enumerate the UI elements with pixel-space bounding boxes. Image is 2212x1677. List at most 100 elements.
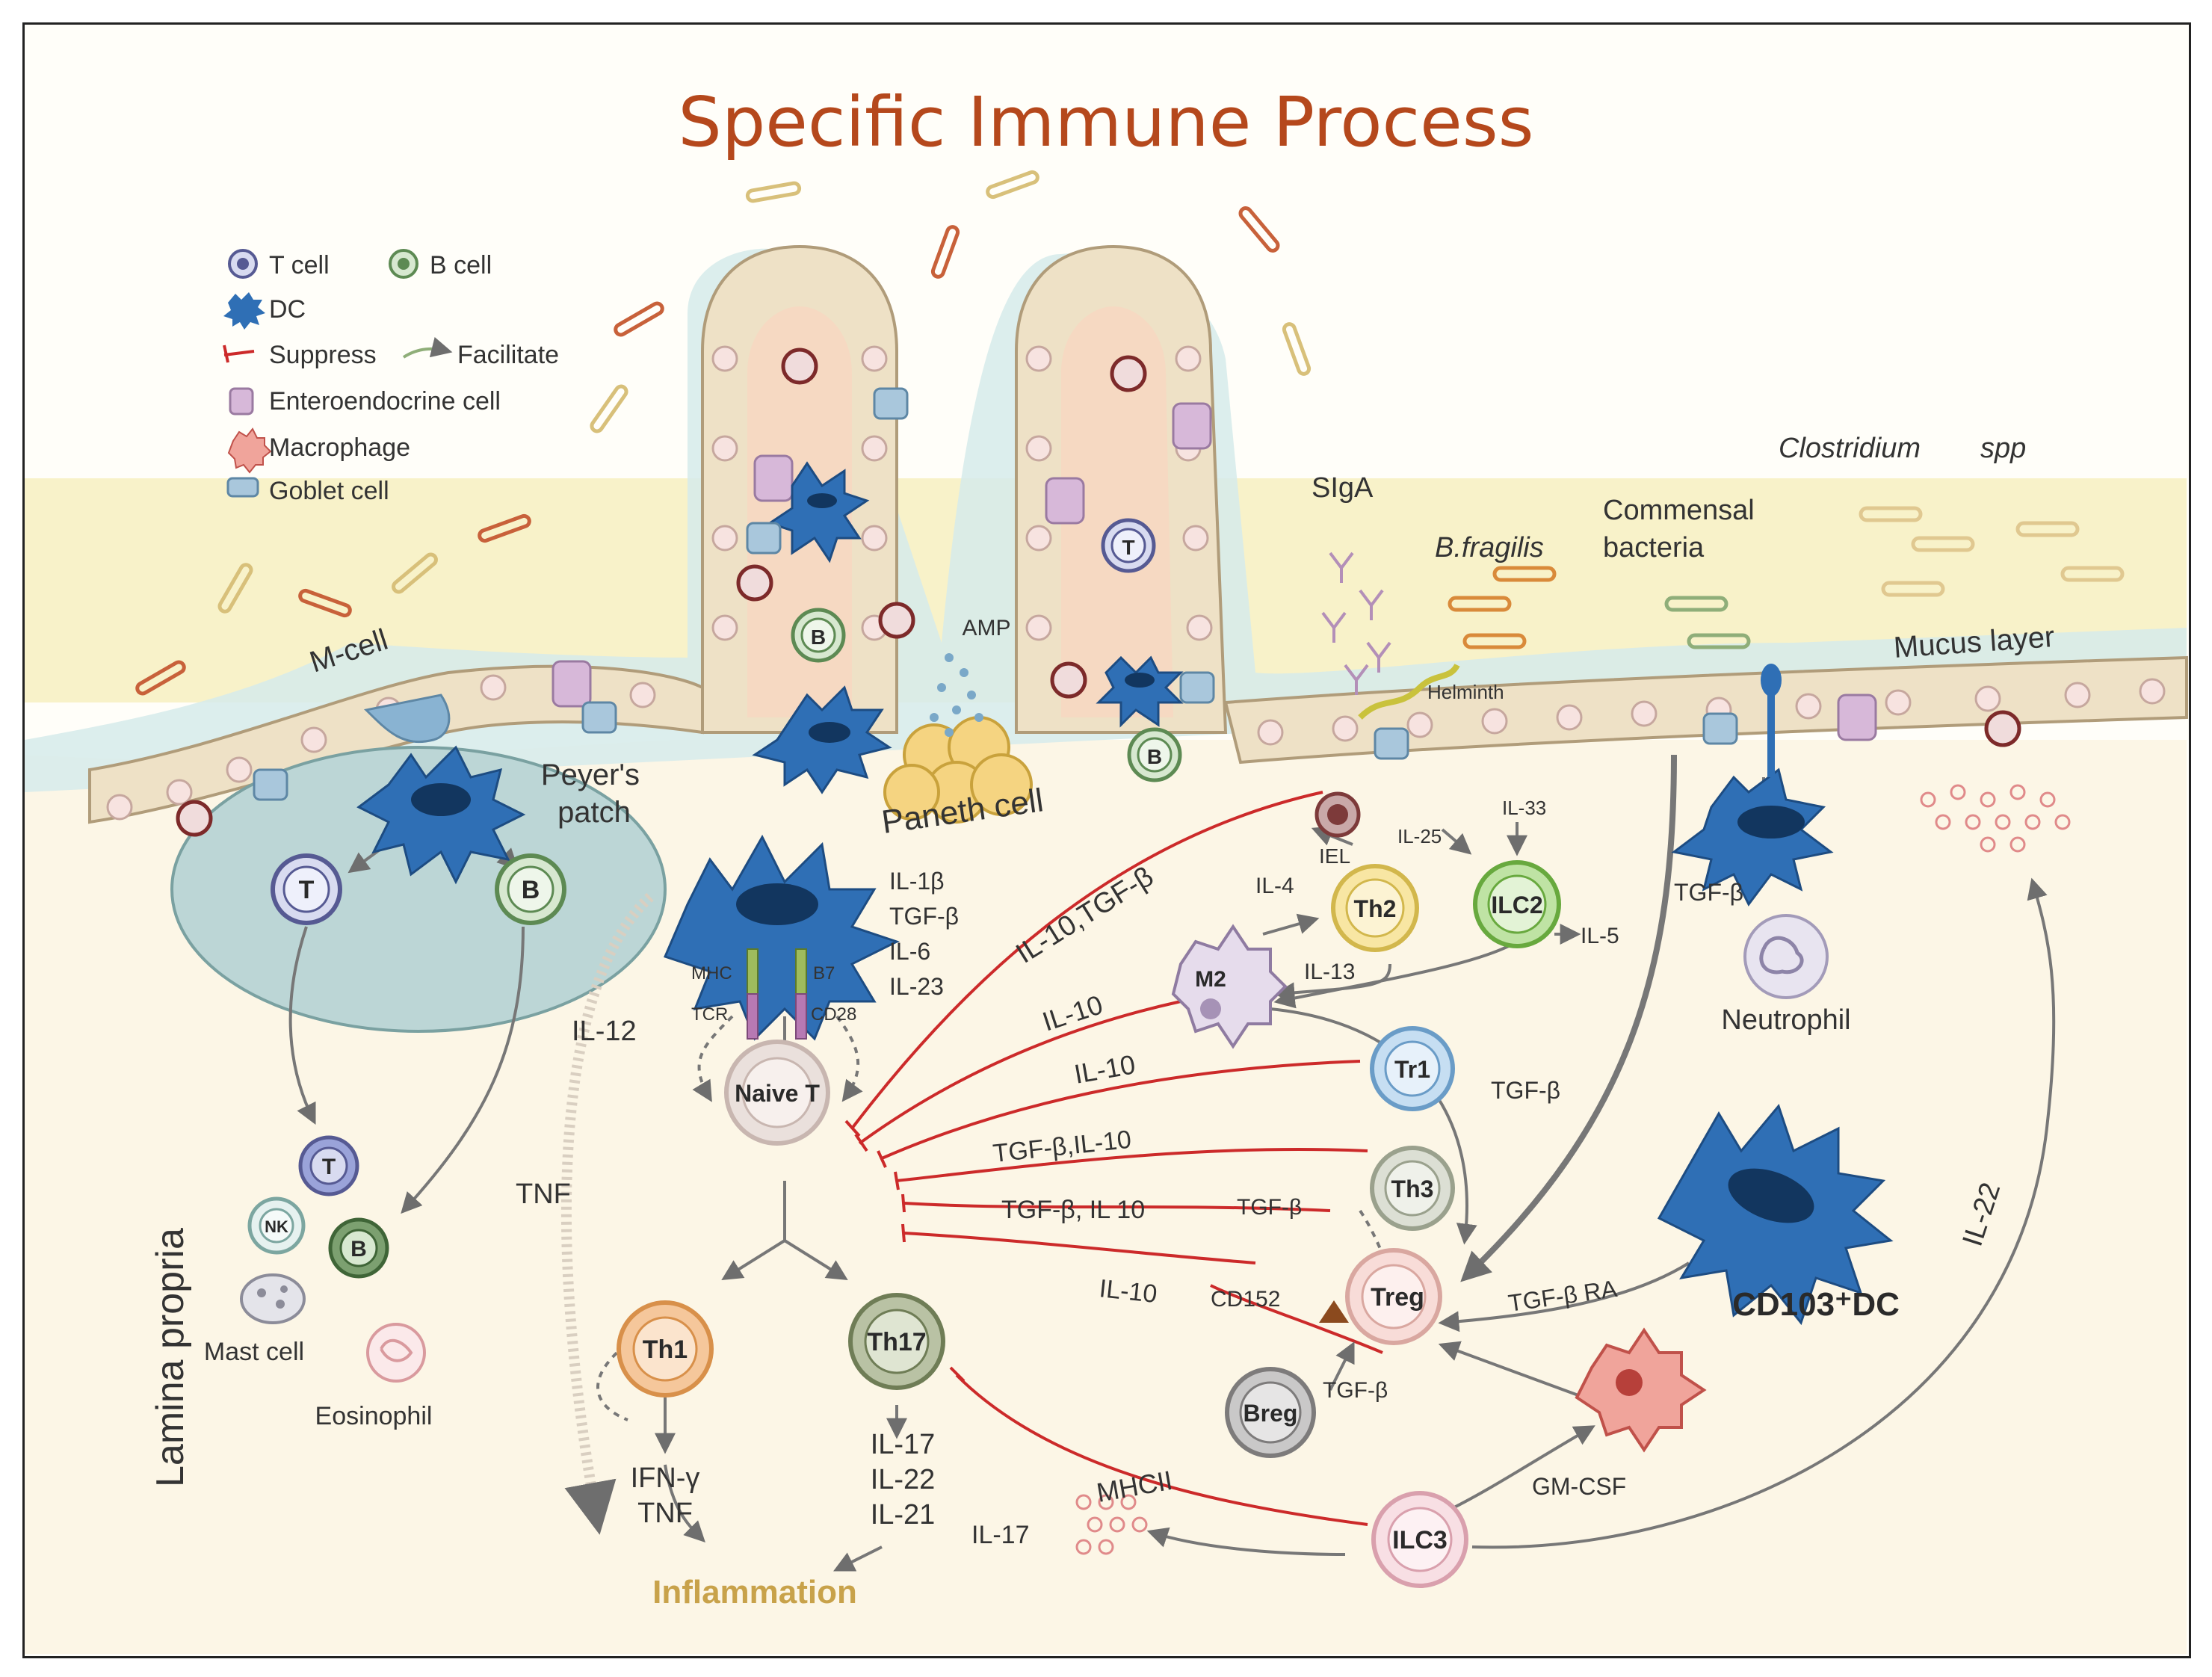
legend: T cell B cell DC Suppress Facilitate Ent… (223, 249, 559, 505)
tr1-label: Tr1 (1394, 1056, 1430, 1083)
treg-cell (1319, 1248, 1442, 1345)
legend-enteroendocrine: Enteroendocrine cell (269, 387, 501, 416)
th2-label: Th2 (1354, 895, 1397, 922)
mast-cell-label: Mast cell (204, 1338, 304, 1366)
tcr-label: TCR (691, 1004, 728, 1025)
tgfb-il10-treg-label: TGF-β, IL 10 (1001, 1196, 1145, 1224)
breg-cell (1225, 1367, 1316, 1458)
th3-cell (1370, 1146, 1455, 1231)
b-cell-villus-right-label: B (1147, 745, 1162, 768)
tr1-cell (1370, 1026, 1455, 1111)
th17-cell (848, 1293, 945, 1390)
suppress-legend-icon (223, 345, 255, 363)
t-cell-lamina (298, 1135, 359, 1196)
dc-cell-villus (752, 685, 892, 794)
t-cell-villus (1101, 518, 1156, 573)
bfragilis-label: B.fragilis (1435, 532, 1544, 563)
gmcsf-label: GM-CSF (1532, 1473, 1626, 1500)
lamina-propria-label: Lamina propria (149, 1228, 192, 1487)
helminth-worm (1358, 663, 1460, 720)
goblet-cells (253, 387, 1738, 801)
neutrophil-label: Neutrophil (1721, 1004, 1850, 1036)
tgfb-m2-label: TGF-β (1491, 1077, 1560, 1104)
amp-label: AMP (962, 616, 1010, 640)
t-cell-legend-icon (228, 249, 258, 279)
il21-label: IL-21 (871, 1499, 936, 1531)
cd28-label: CD28 (811, 1004, 856, 1025)
ilc3-cell (1371, 1491, 1468, 1588)
mhc-tcr-receptors (747, 948, 807, 1040)
eosinophil (366, 1323, 426, 1383)
lumen-bacteria (135, 170, 2125, 696)
tgfb-breg-label: TGF-β (1323, 1378, 1388, 1403)
dc-cell-peyers (356, 745, 526, 885)
peyers-label: Peyer's (541, 759, 640, 791)
th2-cell (1331, 864, 1419, 952)
tnf-path (560, 892, 654, 1535)
ilc2-cell (1473, 860, 1561, 948)
dc-cell-main (663, 834, 900, 1041)
siga-antibodies (1321, 552, 1391, 695)
tgfb-dc-label: TGF-β (889, 903, 959, 930)
m2-macrophage (1171, 924, 1288, 1049)
mhc-label: MHC (691, 963, 732, 983)
peyers-patch (170, 746, 667, 1033)
ilc3-label: ILC3 (1392, 1526, 1448, 1554)
il1b-label: IL-1β (889, 868, 945, 895)
cd152-label: CD152 (1211, 1287, 1280, 1312)
naive-t-label: Naive T (735, 1080, 820, 1107)
suppress-lines (844, 791, 1383, 1526)
th3-label: Th3 (1391, 1176, 1434, 1202)
villus-right (1015, 244, 1228, 734)
legend-suppress: Suppress (269, 341, 377, 369)
tgfb-th3-label: TGF-β (1237, 1195, 1302, 1220)
legend-dc: DC (269, 295, 306, 324)
t-cell-peyers-label: T (299, 876, 315, 904)
b-cell-peyers-label: B (522, 876, 540, 904)
siga-label: SIgA (1312, 472, 1374, 504)
il17-dots (1075, 1494, 1148, 1555)
amp-granules (930, 653, 983, 737)
ifng-label: IFN-γ (631, 1463, 700, 1494)
macrophage-cell (1575, 1327, 1707, 1453)
page-title: Specific Immune Process (678, 82, 1534, 162)
legend-facilitate: Facilitate (457, 341, 559, 369)
paneth-cell-cluster (883, 716, 1033, 824)
legend-b-cell: B cell (430, 251, 492, 280)
patch-label: patch (557, 796, 631, 829)
dc-legend-icon (223, 292, 265, 330)
tnf-th1-label: TNF (637, 1498, 693, 1529)
eosinophil-label: Eosinophil (315, 1402, 433, 1430)
neutrophil-cell (1743, 914, 1829, 999)
iel-label: IEL (1319, 844, 1350, 868)
bacteria-label: bacteria (1603, 532, 1705, 563)
iel-cells-epithelium (176, 348, 2021, 837)
legend-macrophage: Macrophage (269, 433, 410, 462)
dc-cell-right-transepithelial (1671, 664, 1834, 907)
helminth-label: Helminth (1427, 681, 1504, 703)
il10-breg-label: IL-10 (1098, 1274, 1158, 1309)
commensal-label: Commensal (1603, 495, 1755, 526)
antimicrobial-dots-right (1920, 784, 2071, 853)
b-cell-legend-icon (389, 249, 418, 279)
b-cell-lamina (328, 1217, 389, 1279)
il23-label: IL-23 (889, 973, 944, 1000)
nk-cell (247, 1196, 306, 1255)
macrophage-legend-icon (227, 427, 272, 474)
legend-goblet: Goblet cell (269, 477, 389, 505)
il5-label: IL-5 (1581, 924, 1619, 948)
facilitate-legend-icon (402, 336, 453, 359)
t-cell-villus-label: T (1122, 536, 1134, 559)
il33-label: IL-33 (1502, 797, 1546, 819)
m-cell-shape (363, 694, 451, 744)
clostridium-label: Clostridium (1779, 433, 1921, 464)
il12-label: IL-12 (572, 1016, 637, 1047)
mast-cell (240, 1273, 306, 1324)
enteroendocrine-cells (552, 402, 1877, 741)
spp-label: spp (1980, 433, 2026, 464)
nk-cell-label: NK (265, 1217, 288, 1236)
tgfb-dc-right-label: TGF-β (1674, 879, 1743, 906)
dc-cell-villus-right (1096, 655, 1184, 728)
b-cell-villus-label: B (811, 626, 826, 649)
